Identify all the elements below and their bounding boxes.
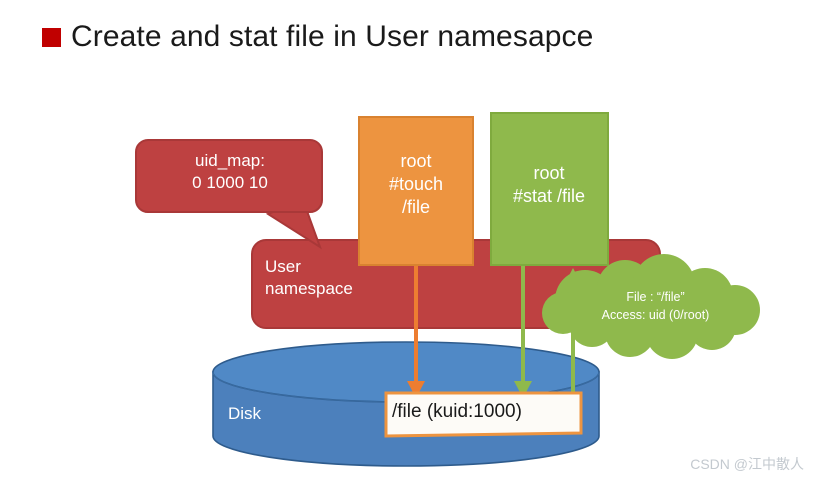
user-namespace-label: User namespace [265,257,353,298]
uid-map-label: uid_map: 0 1000 10 [192,151,268,192]
arrow-stat-to-file [514,258,532,398]
touch-command-box [358,116,474,266]
disk-label: Disk [228,404,262,423]
bullet-square-icon [42,27,61,47]
arrow-stat-head [514,381,532,398]
stat-result-cloud [542,254,760,359]
uid-map-callout [135,139,323,250]
arrow-touch-to-file [407,258,425,398]
stat-result-cloud-label: File : “/file” Access: uid (0/root) [601,290,710,323]
touch-command-label: root #touch /file [388,151,444,218]
stat-command-box [490,112,609,266]
stat-command-label: root #stat /file [512,163,586,207]
file-node-box [384,391,583,438]
arrow-touch-head [407,381,425,398]
uid-map-callout-body [135,139,323,213]
page-title: Create and stat file in User namesapce [42,20,593,54]
watermark: CSDN @江中散人 [690,456,804,472]
title-text: Create and stat file in User namesapce [71,20,594,53]
file-node [384,391,583,438]
file-node-label: /file (kuid:1000) [392,401,522,422]
